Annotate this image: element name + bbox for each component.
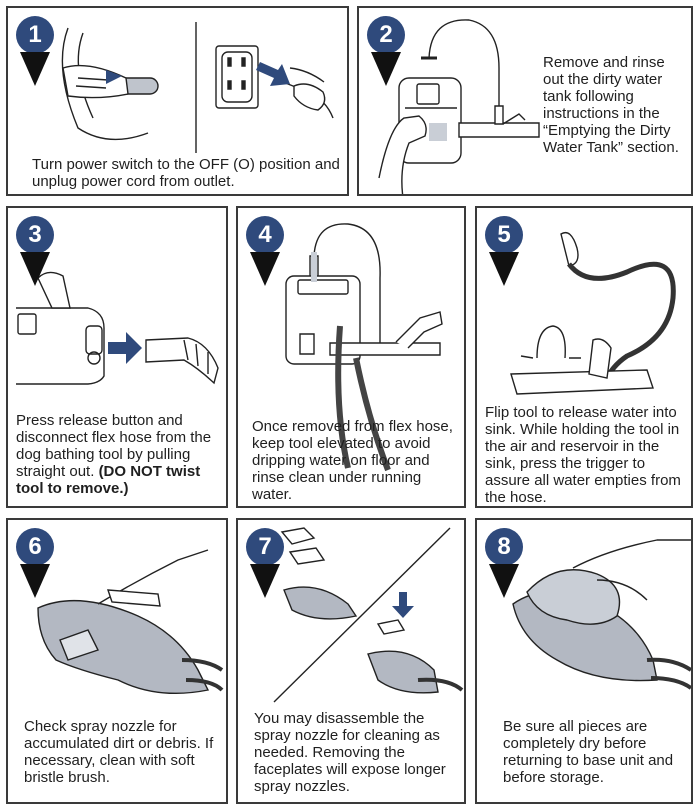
step-1-number: 1: [16, 16, 54, 54]
step-2-badge: 2: [367, 16, 407, 88]
step-1-text: Turn power switch to the OFF (O) positio…: [32, 156, 340, 190]
step-2-number: 2: [367, 16, 405, 54]
step-8-arrow-icon: [489, 564, 519, 598]
step-3-number: 3: [16, 216, 54, 254]
step-3-text-normal: Press release button and disconnect flex…: [16, 412, 212, 480]
step-4-badge: 4: [246, 216, 286, 288]
step-3-badge: 3: [16, 216, 56, 288]
step-8-panel: 8 Be sure all pieces are completely dry …: [475, 518, 693, 804]
dry-parts-illustration: [477, 520, 693, 804]
step-6-arrow-icon: [20, 564, 50, 598]
step-3-arrow-icon: [20, 252, 50, 286]
step-6-number: 6: [16, 528, 54, 566]
power-switch-unplug-illustration: [8, 8, 349, 196]
rinse-tool-illustration: [238, 208, 466, 508]
step-2-panel: 2 Remove and rinse out the dirty water t…: [357, 6, 693, 196]
remove-tank-illustration: [359, 8, 693, 194]
step-3-text: Press release button and disconnect flex…: [16, 412, 226, 497]
step-3-panel: 3 Press release button and disconnect fl…: [6, 206, 228, 508]
step-5-number: 5: [485, 216, 523, 254]
step-7-panel: 7 You may disassemble the spray nozzle f…: [236, 518, 466, 804]
step-5-panel: 5 Flip tool to release water into sink. …: [475, 206, 693, 508]
step-8-badge: 8: [485, 528, 525, 600]
step-6-panel: 6 Check spray nozzle for accumulated dir…: [6, 518, 228, 804]
step-3-text-warning: (DO NOT twist tool to remove.): [16, 463, 201, 497]
step-2-text: Remove and rinse out the dirty water tan…: [543, 54, 679, 156]
step-6-text: Check spray nozzle for accumulated dirt …: [24, 718, 214, 786]
step-2-arrow-icon: [371, 52, 401, 86]
step-7-badge: 7: [246, 528, 286, 600]
step-4-panel: 4 Once removed from flex hose, keep tool…: [236, 206, 466, 508]
step-7-number: 7: [246, 528, 284, 566]
step-7-arrow-icon: [250, 564, 280, 598]
step-8-number: 8: [485, 528, 523, 566]
brush-nozzle-illustration: [8, 520, 228, 804]
drain-hose-illustration: [477, 208, 693, 508]
step-4-number: 4: [246, 216, 284, 254]
step-5-badge: 5: [485, 216, 525, 288]
step-1-arrow-icon: [20, 52, 50, 86]
step-6-badge: 6: [16, 528, 56, 600]
step-1-panel: 1 Turn power switch to the OFF (O) posit…: [6, 6, 349, 196]
disassemble-nozzle-illustration: [238, 520, 466, 804]
step-5-arrow-icon: [489, 252, 519, 286]
disconnect-hose-illustration: [16, 208, 228, 508]
step-1-badge: 1: [16, 16, 56, 88]
step-5-text: Flip tool to release water into sink. Wh…: [485, 404, 681, 506]
step-8-text: Be sure all pieces are completely dry be…: [503, 718, 674, 786]
step-7-text: You may disassemble the spray nozzle for…: [254, 710, 446, 795]
step-4-text: Once removed from flex hose, keep tool e…: [252, 418, 453, 503]
step-4-arrow-icon: [250, 252, 280, 286]
